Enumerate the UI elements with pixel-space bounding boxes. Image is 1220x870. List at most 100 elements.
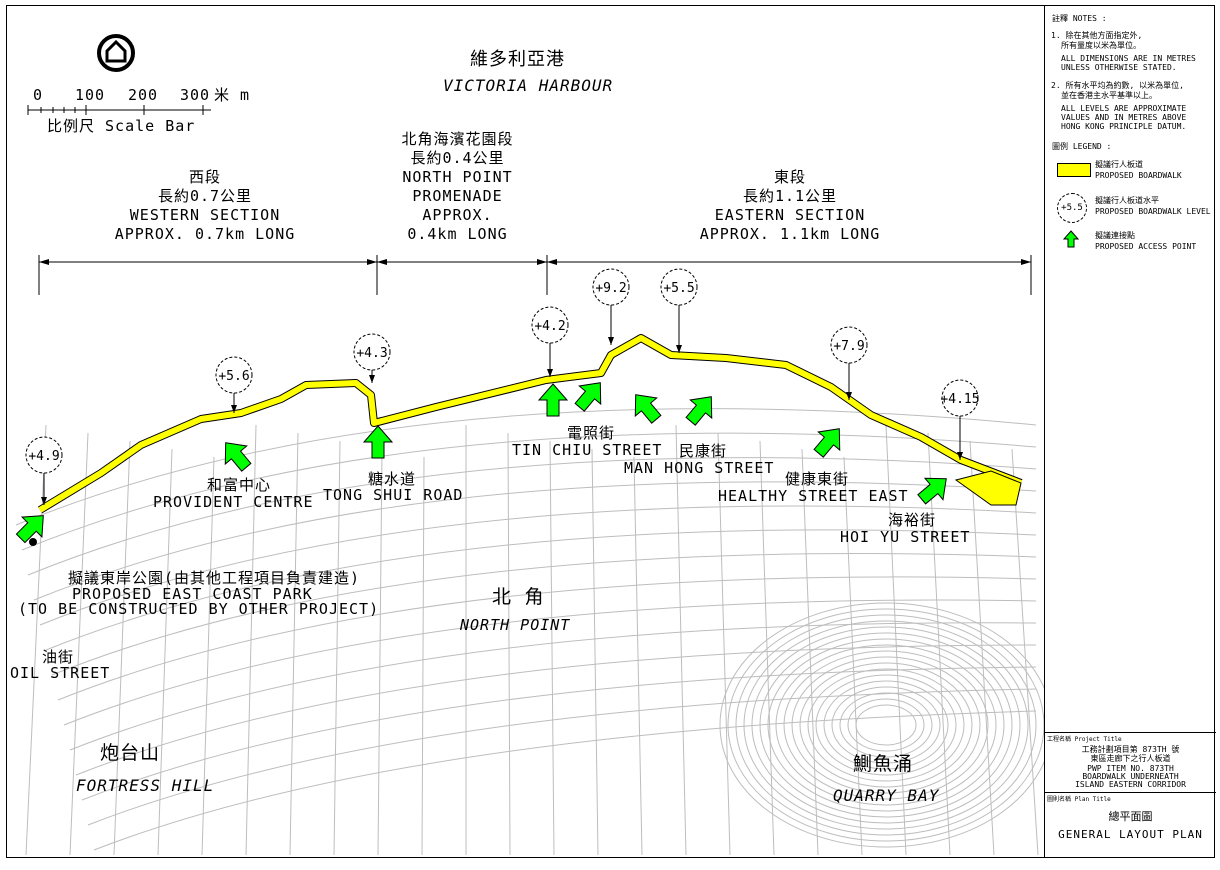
section-en-length: APPROX. (422, 206, 493, 224)
western-section-label: 西段 長約0.7公里 WESTERN SECTION APPROX. 0.7km… (95, 168, 315, 244)
tin-chiu-street-zh: 電照街 (567, 424, 616, 442)
north-arrow-icon (97, 34, 135, 72)
boardwalk-level-marker: +4.9 (25, 436, 63, 505)
section-en-name: PROMENADE (412, 187, 503, 205)
boardwalk-level-marker: +4.2 (531, 306, 569, 377)
scale-bar (27, 105, 211, 115)
street-line (63, 599, 1037, 726)
street-line (69, 622, 1037, 751)
contour-line (831, 686, 941, 764)
section-zh-length: 長約0.4公里 (410, 149, 505, 167)
section-en-length: APPROX. 1.1km LONG (699, 225, 881, 243)
east-coast-park-zh: 擬議東岸公園(由其他工程項目負責建造) (68, 569, 361, 587)
access-point-arrow-icon (224, 442, 252, 472)
section-en-name: EASTERN SECTION (714, 206, 866, 224)
section-zh-name: 北角海濱花園段 (401, 130, 514, 148)
contour-line (823, 680, 949, 770)
provident-centre-en: PROVIDENT CENTRE (153, 493, 314, 511)
street-line (885, 424, 907, 856)
project-title-label: 工程名稱 Project Title (1047, 736, 1122, 743)
provident-centre-zh: 和富中心 (207, 476, 272, 494)
section-zh-name: 西段 (188, 168, 221, 186)
fortress-hill-en: FORTRESS HILL (76, 776, 215, 795)
contour-line (751, 626, 1021, 824)
street-line (87, 688, 1037, 826)
legend-level-sample: +5.5 (1057, 193, 1087, 223)
contour-line (759, 632, 1013, 818)
street-line (1011, 448, 1039, 856)
north-point-en: NORTH POINT (460, 616, 571, 634)
street-line (289, 432, 299, 856)
east-coast-park-area (954, 470, 1022, 506)
project-title-en: ISLAND EASTERN CORRIDOR (1075, 780, 1186, 789)
notes-panel: 註釋 NOTES : 1. 除在其他方面指定外, 所有量度以米為單位。 ALL … (1044, 5, 1216, 858)
contour-line (815, 674, 957, 776)
level-value: +7.9 (833, 339, 864, 354)
project-title-en: PWP ITEM NO. 873TH (1087, 764, 1174, 773)
street-line (675, 424, 687, 856)
street-line (507, 432, 511, 856)
contour-line (719, 602, 1044, 848)
street-line (717, 432, 731, 856)
street-line (549, 440, 555, 856)
street-line (33, 481, 1037, 601)
scale-tick: 300 (180, 86, 211, 104)
access-arrow-icon (1063, 230, 1079, 248)
section-en-name: NORTH POINT (402, 168, 513, 186)
street-line (421, 456, 425, 856)
section-en-name: WESTERN SECTION (129, 206, 281, 224)
street-line (333, 440, 341, 856)
proposed-boardwalk-fill (38, 335, 1023, 513)
project-title-zh: 工務計劃項目第 873TH 號 (1081, 745, 1180, 754)
section-zh-length: 長約1.1公里 (742, 187, 838, 205)
street-line (759, 440, 775, 856)
plan-title-label: 圖則名稱 Plan Title (1047, 796, 1111, 803)
tin-chiu-street-en: TIN CHIU STREET (512, 441, 663, 459)
street-line (51, 553, 1037, 676)
contour-line (775, 644, 997, 806)
scale-label: 比例尺 Scale Bar (47, 117, 196, 135)
healthy-street-east-en: HEALTHY STREET EAST (718, 487, 909, 505)
contour-line (799, 662, 973, 788)
contour-line (727, 608, 1044, 842)
oil-street-en: OIL STREET (10, 664, 111, 682)
street-line (69, 432, 89, 856)
scale-tick: 100 (75, 86, 106, 104)
east-coast-park-note: (TO BE CONSTRUCTED BY OTHER PROJECT) (18, 600, 380, 618)
hoi-yu-street-zh: 海裕街 (888, 511, 937, 529)
street-line (15, 408, 1037, 526)
harbour-name-zh: 維多利亞港 (470, 49, 565, 70)
access-point-arrow-icon (537, 383, 569, 417)
contour-line (783, 650, 989, 800)
healthy-street-east-zh: 健康東街 (785, 470, 850, 488)
level-value: +4.3 (356, 346, 387, 361)
plan-title-zh: 總平面圖 (1108, 810, 1153, 823)
legend-label-en: PROPOSED ACCESS POINT (1095, 242, 1197, 251)
legend-boardwalk-swatch (1057, 163, 1091, 177)
legend-label-zh: 擬議行人板道水平 (1095, 196, 1159, 205)
eastern-section-label: 東段 長約1.1公里 EASTERN SECTION APPROX. 1.1km… (680, 168, 900, 244)
dimension-line (38, 255, 1032, 295)
quarry-bay-zh: 鰂魚涌 (853, 753, 914, 775)
access-point-arrow-icon (634, 394, 662, 424)
scale-unit: 米 m (214, 86, 251, 104)
level-value: +4.2 (534, 319, 565, 334)
access-point-arrow-icon (917, 477, 947, 505)
note-1-en: UNLESS OTHERWISE STATED. (1061, 63, 1177, 72)
man-hong-street-en: MAN HONG STREET (624, 459, 775, 477)
street-line (843, 456, 863, 856)
boardwalk-level-marker: +4.3 (353, 333, 391, 383)
note-2-zh: 並在香港主水平基準以上。 (1061, 91, 1157, 100)
level-value: +5.5 (663, 281, 694, 296)
access-point-arrow-icon (15, 515, 44, 544)
access-point-arrow-icon (362, 425, 394, 459)
hoi-yu-street-en: HOI YU STREET (840, 528, 971, 546)
contour-line (735, 614, 1037, 836)
east-coast-park-en: PROPOSED EAST COAST PARK (72, 585, 313, 603)
contour-line (807, 668, 965, 782)
tong-shui-road-zh: 糖水道 (368, 470, 417, 488)
legend-label-en: PROPOSED BOARDWALK (1095, 171, 1182, 180)
level-value: +9.2 (595, 281, 626, 296)
street-line (201, 456, 215, 856)
scale-tick: 200 (128, 86, 159, 104)
